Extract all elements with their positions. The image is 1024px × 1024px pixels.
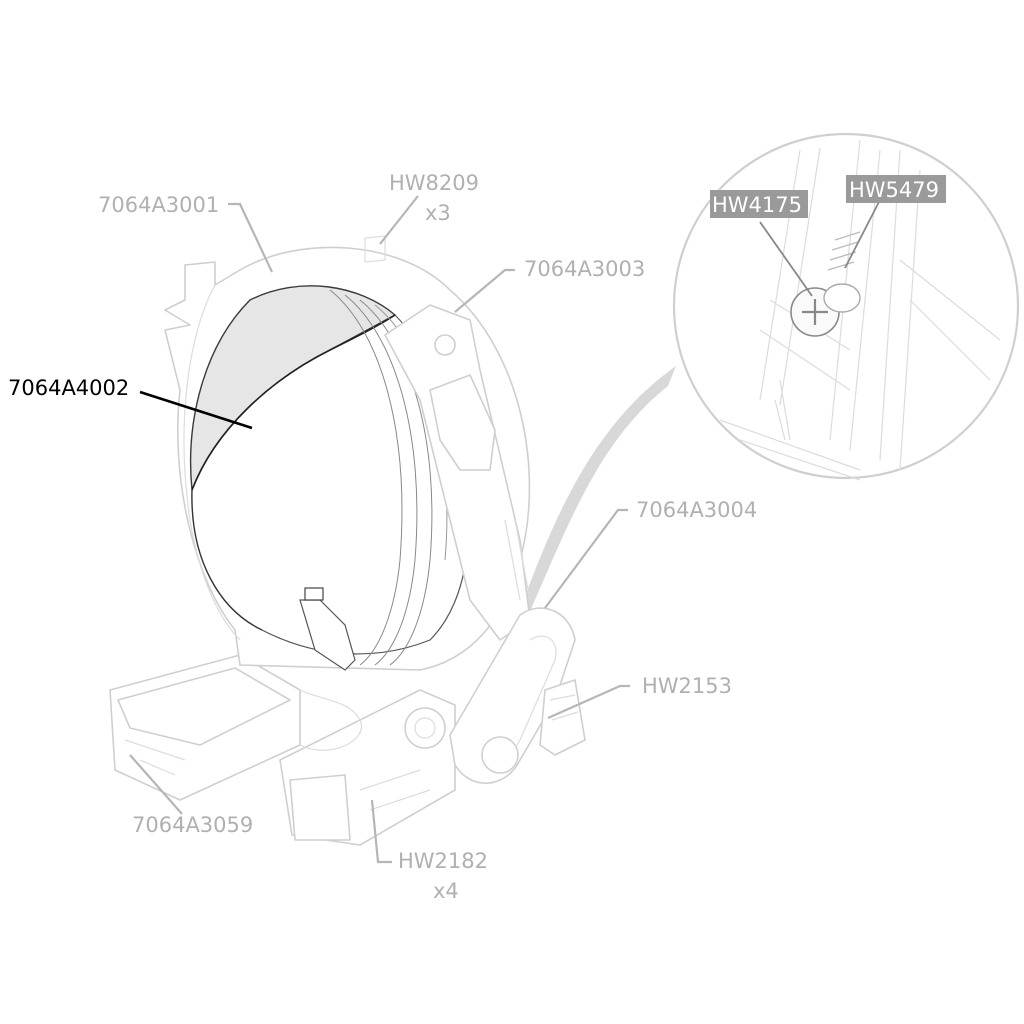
leader-HW2182: [370, 799, 392, 864]
leader-7064A3004: [544, 508, 628, 609]
label-7064A3004: 7064A3004: [636, 498, 757, 522]
label-HW2153: HW2153: [642, 674, 732, 698]
leader-HW4175: [759, 221, 813, 297]
detail-connector: [520, 366, 676, 616]
label-7064A3001: 7064A3001: [98, 193, 219, 217]
detail-view: [672, 132, 1020, 481]
label-box-HW4175: [710, 190, 808, 218]
label-HW8209: HW8209: [389, 171, 479, 195]
label-7064A4002: 7064A4002: [8, 376, 129, 400]
screw-part: [539, 679, 586, 756]
label-7064A3059: 7064A3059: [132, 813, 253, 837]
leader-7064A3001: [228, 202, 273, 273]
leader-7064A4002: [139, 390, 253, 430]
leader-7064A3003: [454, 268, 515, 313]
label-box-HW5479: [846, 175, 946, 203]
leader-7064A3059: [129, 754, 183, 815]
leader-HW8209: [379, 195, 419, 245]
label-7064A3003: 7064A3003: [524, 257, 645, 281]
bracket-part: [404, 607, 576, 784]
leader-HW5479: [844, 199, 881, 269]
leader-lines: [129, 195, 881, 864]
leader-HW2153: [547, 684, 630, 720]
label-HW2182-qty: x4: [433, 879, 459, 903]
lever-arm-part: [384, 304, 531, 641]
label-HW2182: HW2182: [398, 849, 488, 873]
spring-detail: [827, 231, 861, 271]
label-HW4175: HW4175: [712, 193, 802, 217]
label-HW8209-qty: x3: [425, 201, 451, 225]
label-HW5479: HW5479: [849, 178, 939, 202]
